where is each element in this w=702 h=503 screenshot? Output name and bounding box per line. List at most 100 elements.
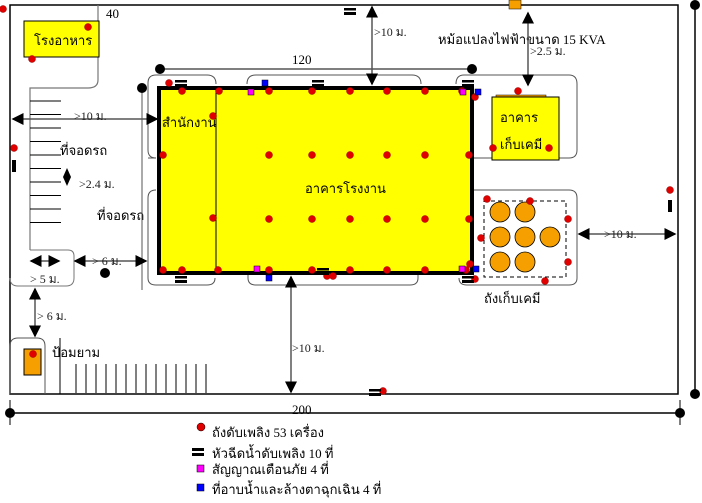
fire-extinguisher-icon — [421, 266, 429, 274]
fire-extinguisher-icon — [308, 151, 316, 159]
chemical-tank — [514, 251, 536, 273]
fire-hydrant-icon — [175, 80, 187, 87]
fire-extinguisher-icon — [159, 266, 167, 274]
fire-extinguisher-icon — [346, 87, 354, 95]
fire-hydrant-icon — [192, 448, 204, 451]
chemical-tank-area — [483, 200, 567, 278]
fire-extinguisher-icon — [165, 79, 173, 87]
right-distance-label: >10 ม. — [604, 227, 637, 241]
fire-extinguisher-icon — [265, 151, 273, 159]
fire-extinguisher-icon — [383, 151, 391, 159]
guard-label: ป้อมยาม — [52, 345, 100, 360]
alarm-icon — [459, 88, 467, 96]
eyewash-icon — [474, 88, 482, 96]
fire-hydrant-icon — [462, 80, 474, 87]
fire-extinguisher-icon — [29, 350, 37, 358]
fire-extinguisher-icon — [465, 215, 473, 223]
parking-label-2: ที่จอดรถ — [97, 207, 144, 223]
fire-hydrant-icon — [312, 80, 324, 87]
fire-extinguisher-icon — [265, 266, 273, 274]
alarm-icon — [196, 464, 205, 473]
fire-extinguisher-icon — [308, 87, 316, 95]
chem-building-label-2: เก็บเคมี — [500, 135, 542, 152]
fire-hydrant-icon — [344, 8, 356, 15]
legend: ถังดับเพลิง 53 เครื่อง หัวฉีดน้ำดับเพลิง… — [192, 422, 381, 498]
fire-extinguisher-icon — [421, 87, 429, 95]
fire-extinguisher-icon — [526, 197, 534, 205]
chemical-tank — [489, 201, 511, 223]
transformer-icon — [508, 0, 522, 10]
fire-extinguisher-icon — [209, 214, 217, 222]
fire-extinguisher-icon — [421, 215, 429, 223]
chemical-tank — [514, 201, 536, 223]
fire-extinguisher-icon — [514, 87, 522, 95]
left-width-label: 40 — [106, 6, 119, 21]
factory-label: อาคารโรงงาน — [305, 181, 386, 196]
eyewash-icon — [261, 79, 269, 87]
chemical-tank — [514, 226, 536, 248]
guard-parking-stripes — [59, 338, 207, 394]
fire-hydrant-icon — [462, 276, 474, 283]
fire-extinguisher-icon — [346, 151, 354, 159]
fire-extinguisher-icon — [477, 234, 485, 242]
left-distance-label: >10 ม. — [74, 109, 107, 123]
legend-label: ที่อาบน้ำและล้างตาฉุกเฉิน 4 ที่ — [212, 480, 381, 498]
fire-extinguisher-icon — [383, 215, 391, 223]
chemical-tank — [539, 226, 561, 248]
fire-extinguisher-icon — [483, 195, 491, 203]
site-boundary — [9, 4, 679, 395]
fire-extinguisher-icon — [28, 55, 36, 63]
canteen-label: โรงอาหาร — [34, 33, 92, 48]
main-width-label: 120 — [292, 52, 312, 67]
eyewash-icon — [196, 483, 205, 492]
chem-tank-label: ถังเก็บเคมี — [484, 289, 541, 306]
fire-extinguisher-icon — [265, 87, 273, 95]
chemical-tank — [489, 251, 511, 273]
eyewash-icon — [265, 274, 273, 282]
fire-extinguisher-icon — [383, 87, 391, 95]
fire-extinguisher-icon — [209, 112, 217, 120]
alarm-icon — [247, 88, 255, 96]
total-width-label: 200 — [292, 402, 312, 417]
fire-extinguisher-icon — [0, 5, 7, 13]
top-distance-label: >10 ม. — [374, 25, 407, 39]
fire-extinguisher-icon — [541, 277, 549, 285]
fire-extinguisher-icon — [159, 151, 167, 159]
parking-marker-icon — [63, 168, 71, 186]
guard-distance-label: > 6 ม. — [37, 309, 67, 323]
chemical-tank — [489, 226, 511, 248]
fire-extinguisher-icon — [346, 266, 354, 274]
legend-label: หัวฉีดน้ำดับเพลิง 10 ที่ — [212, 444, 333, 461]
fire-hydrant-icon — [668, 200, 672, 212]
alarm-icon — [253, 265, 261, 273]
fire-extinguisher-icon — [383, 266, 391, 274]
fire-extinguisher-icon — [465, 151, 473, 159]
fire-hydrant-icon — [12, 160, 16, 172]
legend-label: ถังดับเพลิง 53 เครื่อง — [212, 424, 324, 440]
fire-hydrant-icon — [369, 389, 381, 396]
fire-extinguisher-icon — [215, 87, 223, 95]
fire-extinguisher-icon — [178, 266, 186, 274]
fire-extinguisher-icon — [178, 87, 186, 95]
fire-extinguisher-icon — [545, 144, 553, 152]
fire-extinguisher-icon — [466, 260, 474, 268]
fire-extinguisher-icon — [308, 215, 316, 223]
fire-extinguisher-icon — [329, 272, 337, 280]
left-5-distance-label: > 5 ม. — [30, 272, 60, 286]
transformer-distance-label: >2.5 ม. — [530, 44, 566, 58]
legend-label: สัญญาณเตือนภัย 4 ที่ — [212, 461, 329, 477]
parking-distance-label: >2.4 ม. — [79, 177, 115, 191]
eyewash-icon — [472, 265, 480, 273]
fire-extinguisher-icon — [196, 422, 206, 432]
fire-extinguisher-icon — [214, 266, 222, 274]
fire-extinguisher-icon — [489, 144, 497, 152]
fire-extinguisher-icon — [564, 215, 572, 223]
fire-extinguisher-icon — [346, 215, 354, 223]
fire-extinguisher-icon — [421, 151, 429, 159]
fire-hydrant-icon — [175, 276, 187, 283]
middle-distance-label: > 6 ม. — [92, 254, 122, 268]
chem-building-label-1: อาคาร — [500, 110, 538, 125]
fire-hydrant-icon — [317, 268, 329, 275]
fire-extinguisher-icon — [10, 144, 18, 152]
